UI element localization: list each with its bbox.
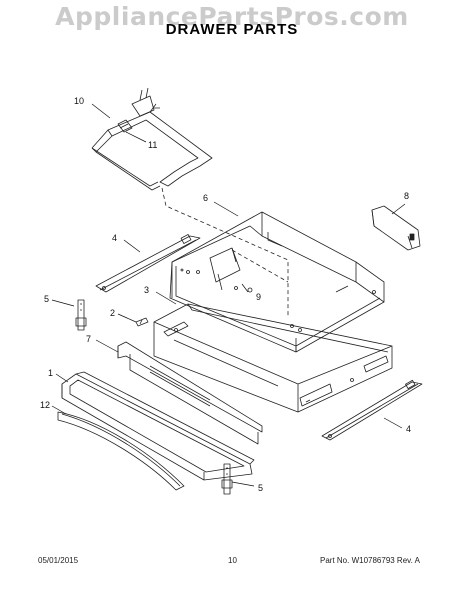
callout-4-bottom: 4 — [406, 424, 411, 434]
page-title: DRAWER PARTS — [165, 21, 299, 38]
callout-4-top: 4 — [112, 233, 117, 243]
callout-10: 10 — [74, 96, 84, 106]
part-1-front-panel — [61, 371, 255, 481]
part-3-drawer-body — [153, 303, 393, 413]
guide-lines — [161, 187, 289, 318]
leader-lines — [51, 103, 406, 487]
part-4-rail-right — [321, 379, 423, 441]
callout-7: 7 — [86, 334, 91, 344]
part-4-rail-left — [95, 234, 201, 293]
callout-3: 3 — [144, 285, 149, 295]
part-8-bracket — [371, 205, 421, 251]
callout-2: 2 — [110, 308, 115, 318]
part-12-handle — [57, 411, 185, 491]
part-5-clip-bottom — [221, 463, 233, 495]
callout-5-bottom: 5 — [258, 483, 263, 493]
footer-date: 05/01/2015 — [38, 556, 79, 565]
part-5-clip-top — [75, 299, 87, 331]
callout-1: 1 — [48, 368, 53, 378]
callout-5-top: 5 — [44, 294, 49, 304]
callout-9: 9 — [256, 292, 261, 302]
callout-11: 11 — [148, 140, 157, 150]
part-11-bracket — [117, 119, 133, 133]
part-7-inner-panel — [117, 341, 263, 445]
footer-page-number: 10 — [228, 556, 237, 565]
part-2-screw — [135, 317, 149, 327]
part-10-element — [91, 87, 213, 191]
watermark: AppliancePartsPros.com — [55, 2, 409, 31]
callout-8: 8 — [404, 191, 409, 201]
part-6-housing — [169, 211, 385, 353]
callout-12: 12 — [40, 400, 50, 410]
footer-part-number: Part No. W10786793 Rev. A — [320, 556, 420, 565]
callout-6: 6 — [203, 193, 208, 203]
